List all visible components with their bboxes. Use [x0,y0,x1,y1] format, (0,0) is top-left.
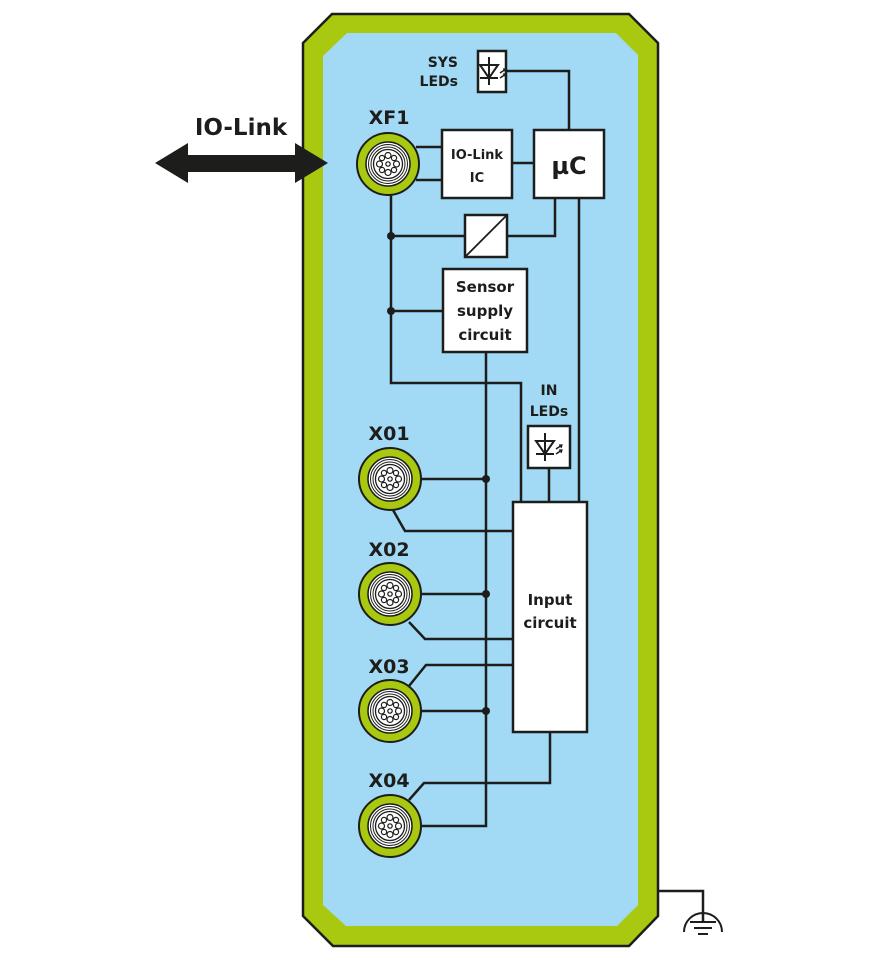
io-link-double-arrow-icon [155,143,328,183]
dc-dc-converter-icon [465,215,507,257]
connector-label: X03 [368,656,409,678]
connector-x03: X03 [358,656,422,743]
io-link-ic-block: IO-Link IC [440,128,514,200]
sys-leds-label-2: LEDs [420,74,458,90]
in-leds-label-2: LEDs [530,404,568,420]
converter-block [463,213,509,259]
io-link-label: IO-Link [195,115,288,141]
connector-label: X01 [368,423,409,445]
input-circuit-label-2: circuit [523,614,576,632]
connector-x02: X02 [358,539,422,626]
m12-connector-icon [358,447,422,511]
junction-dot [387,232,395,240]
junction-dot [482,475,490,483]
connector-label: X04 [368,770,409,792]
sensor-supply-label-1: Sensor [456,278,515,296]
m12-connector-icon [358,679,422,743]
sys-leds-label-1: SYS [428,55,458,71]
sensor-supply-label-2: supply [457,302,513,320]
wiring [387,69,581,828]
connector-xf1: XF1 [356,107,420,196]
sensor-supply-label-3: circuit [458,326,511,344]
input-circuit-block: Input circuit [511,500,589,734]
input-circuit-label-1: Input [528,591,573,609]
connector-x01: X01 [358,423,422,511]
m12-connector-icon [358,794,422,858]
io-link-ic-label-1: IO-Link [451,148,504,163]
connector-label: XF1 [369,107,410,129]
junction-dot [482,707,490,715]
m12-connector-icon [358,562,422,626]
in-leds-label-1: IN [541,383,558,399]
connector-label: X02 [368,539,409,561]
connector-x04: X04 [358,770,422,858]
junction-dot [482,590,490,598]
io-link-ic-label-2: IC [470,171,484,186]
junction-dot [387,307,395,315]
in-leds-block: IN LEDs [526,383,572,470]
m12-connector-icon [356,132,420,196]
ground-icon [658,889,723,935]
microcontroller-block: µC [532,128,606,200]
sensor-supply-block: Sensor supply circuit [441,267,529,354]
sys-leds-block: SYS LEDs [420,49,508,94]
microcontroller-label: µC [551,152,586,180]
